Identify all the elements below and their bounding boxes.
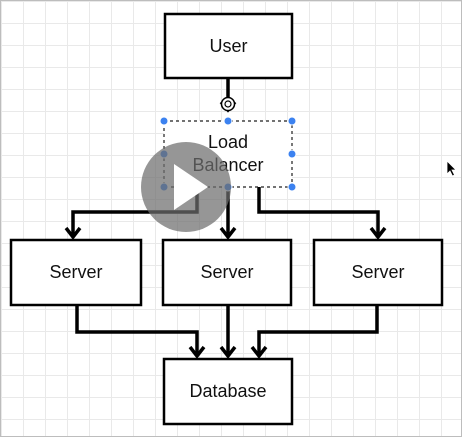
connection-point-icon[interactable] [220, 96, 236, 112]
edge-server-left-to-database-arrow [188, 345, 206, 359]
play-icon[interactable] [141, 142, 231, 232]
edge-server-right-to-database-arrow [250, 345, 268, 359]
edge-server-middle-to-database-arrow [219, 345, 237, 359]
node-server-left[interactable]: Server [9, 238, 143, 307]
node-server-right-label: Server [351, 262, 404, 282]
node-user-label: User [209, 36, 247, 56]
resize-handle-top-left[interactable] [159, 116, 169, 126]
edge-server-left-to-database[interactable] [75, 305, 199, 354]
resize-handle-top-right[interactable] [287, 116, 297, 126]
edge-load-balancer-to-server-left-arrow [64, 226, 82, 240]
node-database-label: Database [189, 381, 266, 401]
resize-handle-bottom-right[interactable] [287, 182, 297, 192]
node-load-balancer-label-line1: Load [208, 132, 248, 152]
node-server-left-label: Server [49, 262, 102, 282]
node-server-middle-label: Server [200, 262, 253, 282]
edge-server-right-to-database[interactable] [257, 305, 379, 354]
edge-load-balancer-to-server-middle-arrow [219, 226, 237, 240]
node-database[interactable]: Database [162, 357, 294, 426]
node-user[interactable]: User [163, 12, 294, 80]
edge-load-balancer-to-server-right-arrow [369, 226, 387, 240]
edge-load-balancer-to-server-right[interactable] [257, 187, 380, 235]
node-server-middle[interactable]: Server [161, 238, 293, 307]
resize-handle-right[interactable] [287, 149, 297, 159]
resize-handle-top[interactable] [223, 116, 233, 126]
mouse-pointer-icon [446, 160, 457, 177]
node-server-right[interactable]: Server [312, 238, 444, 307]
